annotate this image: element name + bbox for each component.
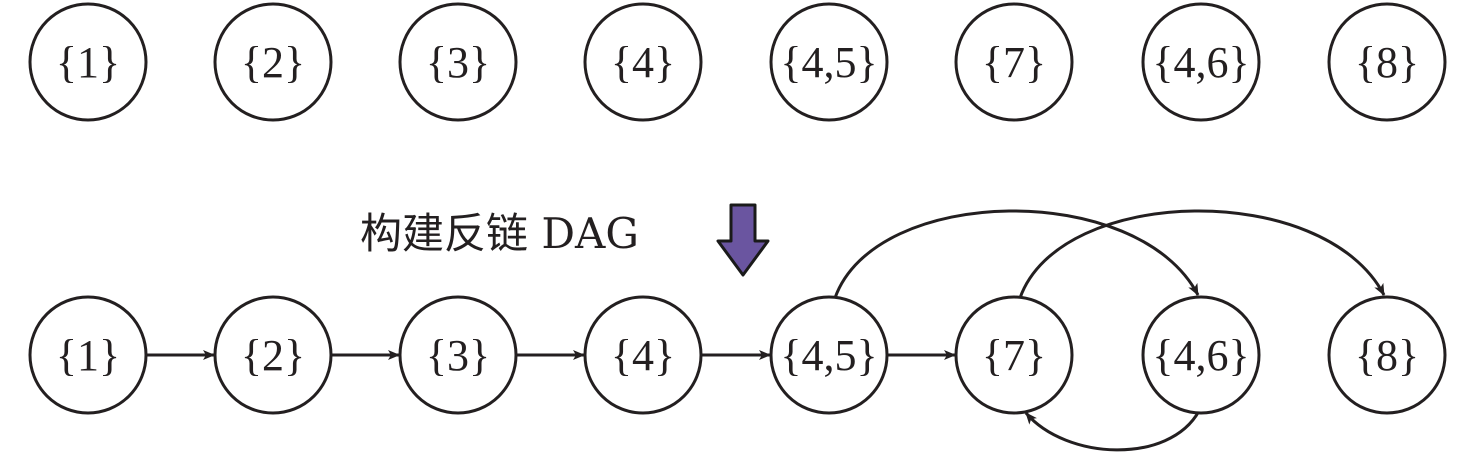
bottom-row-nodes: {1} {2} {3} {4} {4,5} {7} {4,6} {8} (28, 295, 1447, 415)
node-label: {4} (611, 331, 675, 380)
top-row-node: {1} (28, 2, 148, 122)
top-row-node: {4,5} (769, 2, 889, 122)
node-circle (769, 295, 889, 415)
node-circle (583, 2, 703, 122)
node-circle (769, 2, 889, 122)
node-label: {3} (426, 331, 490, 380)
top-row-node: {7} (954, 2, 1074, 122)
curved-edge-arrow (833, 209, 1200, 299)
top-row-node: {3} (398, 2, 518, 122)
bottom-row-node: {4,6} (1141, 295, 1261, 415)
bottom-row-node: {2} (213, 295, 333, 415)
top-row-node: {4} (583, 2, 703, 122)
node-label: {3} (426, 38, 490, 87)
construct-antichain-dag-label: 构建反链 DAG (360, 209, 639, 258)
bottom-row-node: {4,5} (769, 295, 889, 415)
bottom-row-node: {8} (1327, 295, 1447, 415)
node-label: {1} (56, 331, 120, 380)
node-circle (1141, 295, 1261, 415)
node-circle (28, 295, 148, 415)
node-label: {4,6} (1152, 331, 1249, 380)
node-circle (954, 295, 1074, 415)
node-circle (1327, 295, 1447, 415)
bottom-row-node: {3} (398, 295, 518, 415)
node-label: {1} (56, 38, 120, 87)
node-label: {8} (1355, 38, 1419, 87)
dag-edges (146, 209, 1386, 452)
bottom-row-node: {4} (583, 295, 703, 415)
top-row-nodes: {1} {2} {3} {4} {4,5} {7} {4,6} {8} (28, 2, 1447, 122)
node-circle (954, 2, 1074, 122)
node-circle (213, 2, 333, 122)
node-circle (398, 295, 518, 415)
top-row-node: {2} (213, 2, 333, 122)
node-label: {2} (241, 331, 305, 380)
node-label: {7} (982, 38, 1046, 87)
node-label: {2} (241, 38, 305, 87)
node-label: {4,6} (1152, 38, 1249, 87)
node-label: {8} (1355, 331, 1419, 380)
bottom-row-node: {7} (954, 295, 1074, 415)
top-row-node: {4,6} (1141, 2, 1261, 122)
node-circle (213, 295, 333, 415)
node-circle (583, 295, 703, 415)
node-circle (1141, 2, 1261, 122)
node-label: {7} (982, 331, 1046, 380)
node-label: {4,5} (780, 331, 877, 380)
node-label: {4,5} (780, 38, 877, 87)
node-circle (28, 2, 148, 122)
node-label: {4} (611, 38, 675, 87)
node-circle (1327, 2, 1447, 122)
curved-edge-arrow (1018, 209, 1386, 299)
node-circle (398, 2, 518, 122)
curved-edge-arrow (1024, 410, 1201, 452)
top-row-node: {8} (1327, 2, 1447, 122)
down-arrow-icon (716, 203, 770, 277)
bottom-row-node: {1} (28, 295, 148, 415)
